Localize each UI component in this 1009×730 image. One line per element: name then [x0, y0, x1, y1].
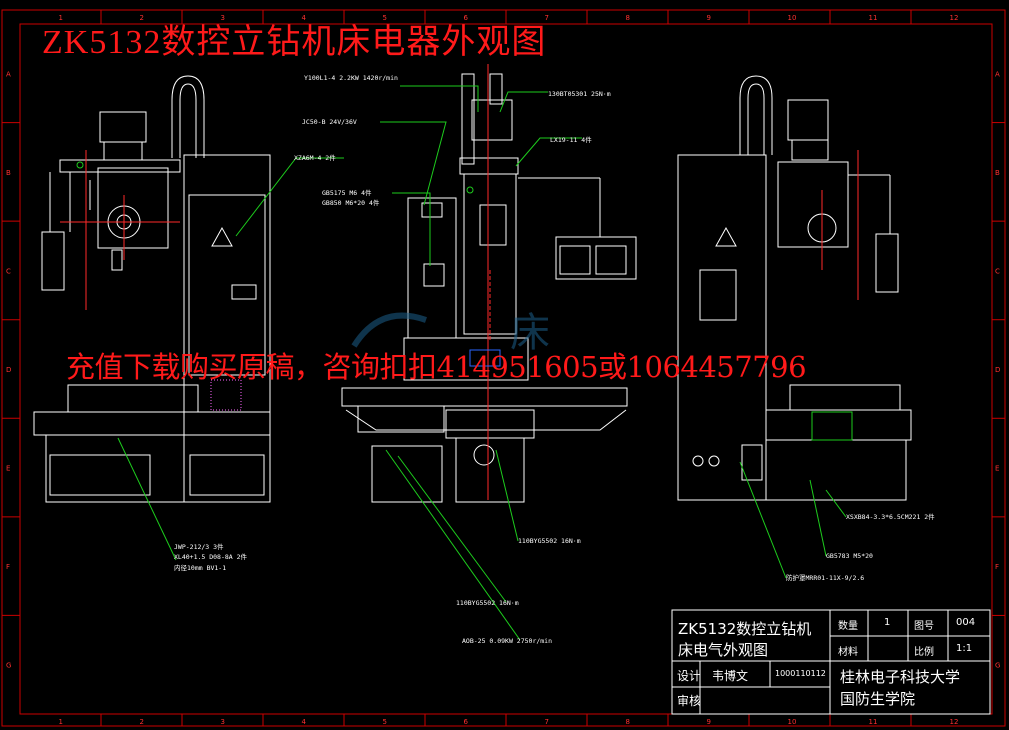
ruler-top-label: 3	[221, 14, 225, 22]
ruler-bottom-label: 11	[869, 718, 878, 726]
ruler-top-label: 9	[707, 14, 711, 22]
ruler-bottom-label: 9	[707, 718, 711, 726]
ruler-right-label: F	[995, 563, 999, 571]
ruler-top-label: 6	[464, 14, 469, 22]
ruler-right-label: B	[995, 169, 1000, 177]
center-view-accents	[466, 64, 501, 500]
callout-gb2: GB850 M6*20 4件	[322, 198, 380, 207]
ruler-bottom-label: 6	[464, 718, 469, 726]
ruler-top-label: 11	[869, 14, 878, 22]
ruler-bottom-label: 5	[383, 718, 387, 726]
ruler-bottom-label: 3	[221, 718, 225, 726]
title-block-material-label: 材料	[838, 647, 858, 658]
title-block-qty: 1	[884, 617, 891, 628]
ruler-bottom-label: 2	[140, 718, 144, 726]
ruler-top-label: 2	[140, 14, 144, 22]
title-block-drawing-no-label: 图号	[914, 621, 934, 632]
callout-fd: 防护罩MRR01-11X-9/2.6	[786, 573, 864, 582]
ruler-top-label: 10	[788, 14, 797, 22]
ruler-top-label: 4	[302, 14, 307, 22]
drawing-title: ZK5132数控立钻机床电器外观图	[42, 24, 547, 61]
ruler-top-label: 7	[545, 14, 549, 22]
callout-brake: 130BT05301 25N·m	[548, 90, 611, 98]
title-block-drawing-no: 004	[956, 617, 976, 628]
watermark-text: 床	[510, 310, 550, 356]
title-block-frame	[671, 609, 991, 715]
title-block-review-label: 审核	[677, 694, 702, 708]
title-block-school-line1: 桂林电子科技大学	[840, 668, 961, 686]
ruler-bottom-label: 8	[626, 718, 630, 726]
title-block-name-line2: 床电气外观图	[678, 641, 769, 659]
ruler-left-label: B	[6, 169, 11, 177]
callout-gb5783: GB5783 M5*20	[826, 552, 873, 560]
ruler-top-label: 1	[59, 14, 63, 22]
callout-motor: Y100L1-4 2.2KW 1420r/min	[304, 74, 398, 82]
ruler-bottom-label: 1	[59, 718, 63, 726]
ruler-top-label: 8	[626, 14, 630, 22]
leader-lines	[117, 85, 847, 641]
title-block-designer: 韦博文	[712, 669, 749, 683]
ruler-right-label: G	[995, 662, 1000, 670]
ruler-bottom-label: 10	[788, 718, 797, 726]
ruler-right-label: E	[995, 465, 999, 473]
ruler-left-label: A	[6, 70, 11, 78]
ruler-left-label: E	[6, 465, 10, 473]
ruler-left-label: C	[6, 267, 11, 275]
title-block-school-line2: 国防生学院	[840, 690, 916, 708]
left-view	[33, 75, 271, 503]
title-block-scale: 1:1	[956, 643, 973, 654]
title-block-scale-label: 比例	[914, 647, 934, 658]
title-block-student-id: 1000110112	[775, 669, 826, 678]
ruler-left-label: F	[6, 563, 10, 571]
ruler-right-label: C	[995, 267, 1000, 275]
ruler-left-label: D	[6, 366, 11, 374]
ruler-bottom-label: 7	[545, 718, 549, 726]
ruler-top-label: 12	[950, 14, 959, 22]
callout-xz: XZA6M-4 2件	[294, 153, 336, 162]
left-view-accents	[60, 150, 242, 411]
watermark-swoosh-icon	[351, 312, 427, 348]
callout-m110b: 110BYG5502 16N·m	[456, 599, 519, 607]
callout-xxb: XSXB84-3.3*6.5CM221 2件	[846, 512, 935, 521]
title-block-design-label: 设计	[677, 669, 702, 683]
purchase-banner: 充值下载购买原稿，咨询扣扣414951605或1064457796	[66, 350, 807, 384]
callout-lx: LX19-11 4件	[550, 135, 592, 144]
callout-jwp: JWP-212/3 3件	[174, 542, 224, 551]
right-view	[677, 75, 912, 501]
ruler-right-label: D	[995, 366, 1000, 374]
ruler-bottom-label: 4	[302, 718, 307, 726]
title-block-qty-label: 数量	[838, 621, 858, 632]
ruler-right-label: A	[995, 70, 1000, 78]
center-view	[341, 73, 637, 503]
ruler-left-label: G	[6, 662, 11, 670]
ruler-bottom-label: 12	[950, 718, 959, 726]
ruler-top-label: 5	[383, 14, 387, 22]
callout-gb1: GB5175 M6 4件	[322, 188, 372, 197]
callout-cuk: XL40+1.5 D08-8A 2件	[174, 552, 248, 561]
callout-jc: JC50-B 24V/36V	[302, 118, 357, 126]
callout-m110: 110BYG5502 16N·m	[518, 537, 581, 545]
right-view-accents	[811, 150, 859, 441]
title-block-name-line1: ZK5132数控立钻机	[678, 620, 812, 638]
callout-blx: 内径10mm BV1-1	[174, 563, 226, 572]
callout-aob: AOB-25 0.09KW 2750r/min	[462, 637, 552, 645]
